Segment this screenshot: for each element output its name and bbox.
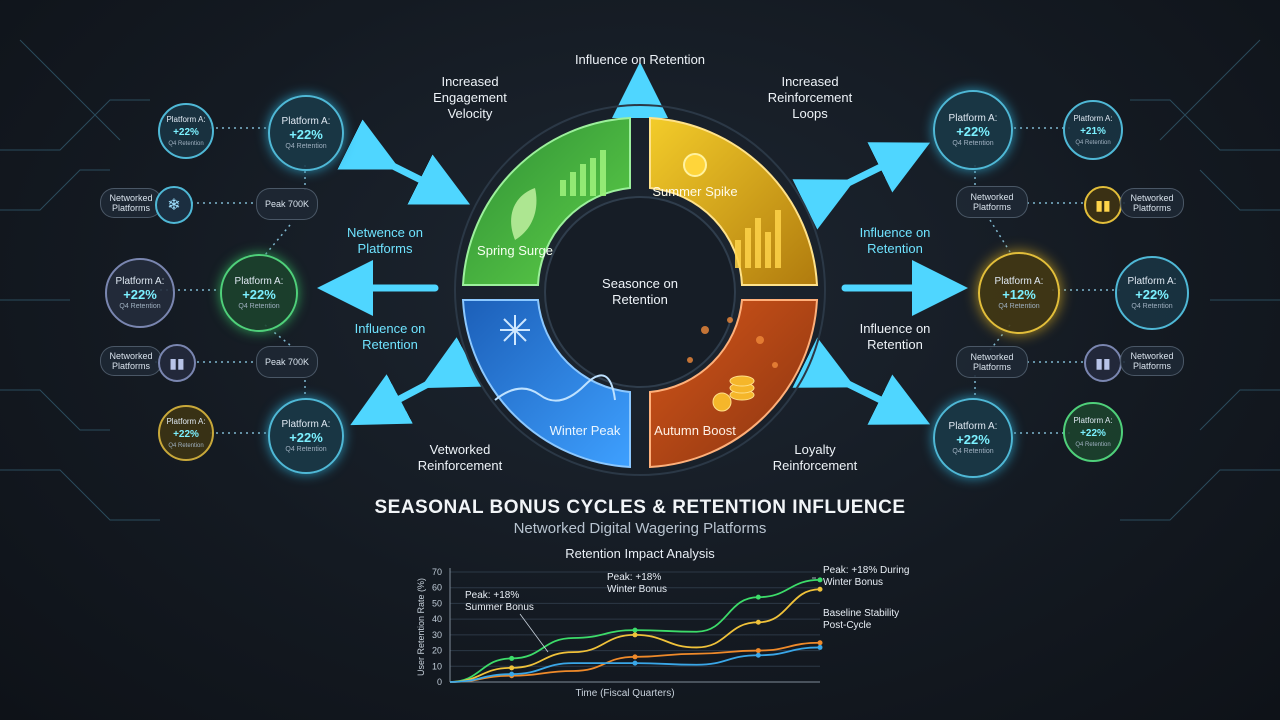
- subtitle: Networked Digital Wagering Platforms: [513, 520, 767, 537]
- summer-bars-icon: [735, 210, 781, 268]
- top-label: Influence on Retention: [574, 52, 706, 67]
- y-tick-label: 20: [432, 646, 442, 656]
- growth-bars-icon: [560, 150, 606, 196]
- x-axis-label: Time (Fiscal Quarters): [575, 688, 674, 699]
- right-mid-lower-label: Influence on Retention: [859, 321, 931, 352]
- platform-node: Platform A:+21%Q4 Retention: [1063, 100, 1123, 160]
- networked-platforms-pill: Networked Platforms: [100, 188, 162, 218]
- winter-segment: [461, 299, 631, 469]
- y-tick-label: 50: [432, 598, 442, 608]
- series-point: [509, 665, 515, 671]
- platform-node: Platform A:+22%Q4 Retention: [220, 254, 298, 332]
- networked-platforms-pill: Networked Platforms: [100, 346, 162, 376]
- reinforcement-loops-label: Increased Reinforcement Loops: [767, 74, 853, 121]
- loyalty-label: Loyalty Reinforcement: [772, 442, 858, 473]
- chart-annotation: Peak: +18%Winter Bonus: [607, 572, 667, 595]
- platform-node: Platform A:+22%Q4 Retention: [933, 398, 1013, 478]
- series-point: [817, 640, 823, 646]
- platform-node: Platform A:+22%Q4 Retention: [158, 405, 214, 461]
- y-tick-label: 0: [437, 677, 442, 687]
- right-mid-upper-label: Influence on Retention: [859, 225, 931, 256]
- winter-wave: [494, 374, 616, 402]
- left-mid-lower-label: Influence on Retention: [354, 321, 426, 352]
- series-point: [755, 652, 761, 658]
- chart-annotation: Peak: +18%Summer Bonus: [465, 590, 534, 613]
- networked-platforms-pill: Networked Platforms: [1120, 188, 1184, 218]
- autumn-leaves-icon: [687, 317, 778, 368]
- series-point: [632, 660, 638, 666]
- platform-node: Platform A:+22%Q4 Retention: [933, 90, 1013, 170]
- main-title: SEASONAL BONUS CYCLES & RETENTION INFLUE…: [374, 497, 906, 518]
- y-tick-label: 10: [432, 661, 442, 671]
- sun-icon: [683, 153, 707, 177]
- chart-title: Retention Impact Analysis: [565, 546, 715, 561]
- y-tick-label: 30: [432, 630, 442, 640]
- snowflake-icon: [500, 315, 530, 345]
- coins-icon: [712, 375, 755, 412]
- platform-node: Platform A:+22%Q4 Retention: [158, 103, 214, 159]
- series-point: [755, 648, 761, 654]
- networked-platforms-pill: Networked Platforms: [1120, 346, 1184, 376]
- series-point: [817, 586, 823, 592]
- y-tick-label: 60: [432, 583, 442, 593]
- annotation-pointer: [519, 613, 549, 653]
- series-point: [632, 632, 638, 638]
- y-tick-label: 40: [432, 614, 442, 624]
- networked-platforms-pill: Networked Platforms: [956, 186, 1028, 218]
- series-point: [509, 671, 515, 677]
- winter-label: Winter Peak: [549, 423, 621, 438]
- series-point: [755, 594, 761, 600]
- snowflake-icon: ❄: [155, 186, 193, 224]
- autumn-label: Autumn Boost: [654, 423, 736, 438]
- series-point: [817, 577, 823, 583]
- summer-label: Summer Spike: [652, 184, 738, 199]
- y-axis-label: User Retention Rate (%): [416, 578, 426, 676]
- series-point: [632, 654, 638, 660]
- engagement-label: Increased Engagement Velocity: [433, 74, 507, 121]
- series-point: [509, 655, 515, 661]
- spring-segment: [461, 116, 631, 286]
- peak-pill: Peak 700K: [256, 346, 318, 378]
- platform-node: Platform A:+22%Q4 Retention: [1063, 402, 1123, 462]
- platform-node: Platform A:+22%Q4 Retention: [268, 95, 344, 171]
- peak-pill: Peak 700K: [256, 188, 318, 220]
- platform-node: Platform A:+22%Q4 Retention: [105, 258, 175, 328]
- platform-node: Platform A:+12%Q4 Retention: [978, 252, 1060, 334]
- center-label: Seasonce on Retention: [602, 276, 678, 307]
- leaf-icon: [511, 188, 537, 240]
- platform-node: Platform A:+22%Q4 Retention: [1115, 256, 1189, 330]
- platform-node: Platform A:+22%Q4 Retention: [268, 398, 344, 474]
- series-point: [817, 644, 823, 650]
- networked-platforms-pill: Networked Platforms: [956, 346, 1028, 378]
- bar-chart-icon: ▮▮: [1084, 344, 1122, 382]
- left-mid-upper-label: Netwence on Platforms: [347, 225, 423, 256]
- networked-reinforcement-label: Vetworked Reinforcement: [417, 442, 503, 473]
- bar-chart-icon: ▮▮: [158, 344, 196, 382]
- series-point: [755, 619, 761, 625]
- y-tick-label: 70: [432, 567, 442, 577]
- series-point: [632, 627, 638, 633]
- bar-chart-icon: ▮▮: [1084, 186, 1122, 224]
- spring-label: Spring Surge: [477, 243, 553, 258]
